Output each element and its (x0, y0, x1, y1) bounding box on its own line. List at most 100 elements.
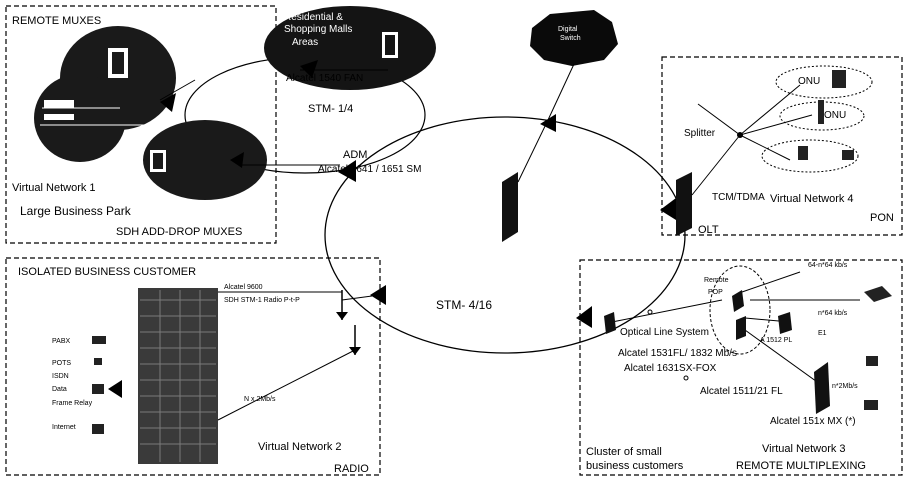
alcatel-1531-label: Alcatel 1531FL/ 1832 Mb/s (618, 348, 737, 359)
radio-footer-label: RADIO (334, 463, 369, 475)
computer-icon (864, 286, 892, 302)
rate-64-label: 64-n*64 kb/s (808, 262, 848, 269)
pop-cluster (709, 265, 771, 355)
pon-label: PON (870, 212, 894, 224)
e1-label: E1 (818, 330, 827, 337)
mux-link (744, 329, 821, 385)
adm-node-icon (540, 114, 556, 132)
onu-label-2: ONU (824, 110, 847, 121)
splitter-label: Splitter (684, 128, 716, 139)
computer-icon (866, 356, 878, 366)
device-icon (44, 100, 74, 108)
building-icon (385, 35, 395, 55)
device-icon (44, 114, 74, 120)
radio-label-2: SDH STM-1 Radio P-t-P (224, 297, 300, 304)
connection-dot (647, 309, 653, 315)
phone-icon (94, 358, 102, 365)
virtual-network-3-label: Virtual Network 3 (762, 443, 846, 455)
computer-icon (92, 384, 104, 394)
pop-label: POP (708, 289, 723, 296)
pabx-icon (92, 336, 106, 344)
optical-line-system-label: Optical Line System (620, 327, 709, 338)
adm-node-icon (338, 160, 356, 182)
adm-node-icon (660, 198, 676, 220)
mux-node-icon (736, 316, 746, 340)
remote-muxes-panel-border (5, 5, 277, 244)
building-icon (112, 52, 124, 74)
arrow-left-icon (108, 380, 122, 398)
remote-multiplexing-label: REMOTE MULTIPLEXING (736, 460, 866, 472)
adm-node-icon (300, 60, 318, 78)
device-label-frame-relay: Frame Relay (52, 400, 93, 407)
rate-n64-label: n*64 kb/s (818, 310, 848, 317)
computer-icon (92, 424, 104, 434)
alcatel-151x-label: Alcatel 151x MX (*) (770, 416, 856, 427)
radio-label-3: N x 2Mb/s (244, 396, 276, 403)
alcatel-fan-label: Alcatel 1540 FAN (286, 73, 364, 84)
device-label-isdn: ISDN (52, 373, 69, 380)
onu-cloud (761, 139, 859, 173)
computer-icon (864, 400, 878, 410)
virtual-network-1-label: Virtual Network 1 (12, 182, 96, 194)
cluster-label-2: business customers (586, 460, 684, 472)
alcatel-1631-label: Alcatel 1631SX-FOX (624, 363, 717, 374)
mux-node-icon (604, 312, 616, 334)
stm-4-16-ring (324, 116, 686, 354)
radio-label-1: Alcatel 9600 (224, 284, 263, 291)
cluster-label-1: Cluster of small (586, 446, 662, 458)
olt-icon (676, 172, 692, 236)
radio-antenna-icon (336, 312, 348, 320)
radio-link (341, 295, 373, 301)
onu-device-icon (842, 150, 854, 160)
pon-branch (697, 103, 741, 136)
pon-branch (739, 134, 791, 161)
connection-dot (683, 375, 689, 381)
remote-multiplexing-panel-border (579, 259, 903, 476)
onu-device-icon (818, 100, 824, 124)
isolated-business-title: ISOLATED BUSINESS CUSTOMER (18, 266, 197, 278)
residential-label: Residential & (284, 12, 343, 23)
cloud-uplink (547, 63, 575, 121)
device-label-pots: POTS (52, 360, 72, 367)
digital-label: Digital (558, 26, 578, 33)
center-switch-icon (502, 172, 518, 242)
virtual-network-2-label: Virtual Network 2 (258, 441, 342, 453)
remote-label: Remote (704, 277, 729, 284)
alcatel-1511-label: Alcatel 1511/21 FL (700, 386, 783, 397)
remote-muxes-title: REMOTE MUXES (12, 15, 102, 27)
digital-switch-cloud (530, 10, 618, 66)
building-tower (138, 288, 218, 464)
device-label-data: Data (52, 386, 67, 393)
business-park-cloud-2 (34, 74, 126, 162)
switch-label: Switch (560, 35, 581, 42)
olt-label: OLT (698, 224, 719, 236)
onu-device-icon (798, 146, 808, 160)
radio-feed-line (217, 349, 356, 421)
large-business-park-label: Large Business Park (20, 204, 131, 218)
shopping-malls-label: Shopping Malls (284, 24, 353, 35)
stm-4-16-label: STM- 4/16 (436, 298, 493, 312)
mux-link (741, 271, 801, 293)
mux-node-icon (814, 362, 830, 414)
adm-label: ADM (343, 149, 368, 161)
onu-label-1: ONU (798, 76, 821, 87)
adm-node-icon (160, 93, 176, 112)
device-label-internet: Internet (52, 424, 76, 431)
building-windows (140, 290, 216, 462)
a1512-label: A 1512 PL (760, 337, 793, 344)
mux-node-icon (732, 290, 744, 312)
alcatel-ring-label: Alcatel 1641 / 1651 SM (318, 164, 422, 175)
rate-n2-label: n*2Mb/s (832, 383, 858, 390)
link-line (159, 79, 196, 101)
adm-node-icon (576, 306, 592, 328)
sdh-add-drop-muxes-label: SDH ADD-DROP MUXES (116, 226, 243, 238)
building-icon (153, 153, 163, 169)
adm-node-icon (230, 152, 244, 168)
onu-device-icon (832, 70, 846, 88)
pon-panel-border (661, 56, 903, 236)
pon-branch (739, 84, 801, 136)
tcm-tdma-label: TCM/TDMA (712, 192, 765, 203)
pon-branch (739, 114, 813, 136)
